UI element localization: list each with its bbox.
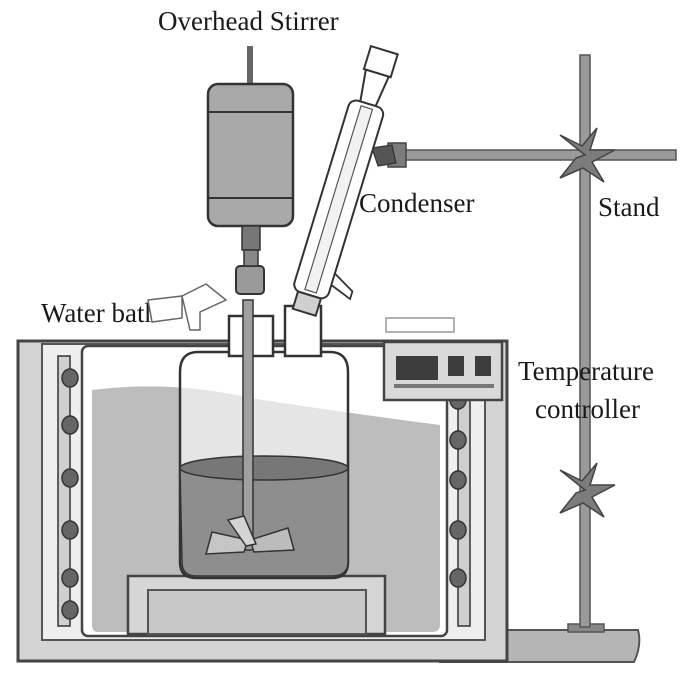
controller-tag: [385, 317, 455, 333]
motor-body: [206, 82, 295, 228]
condenser-inner-tube: [304, 105, 374, 294]
condenser: [291, 44, 399, 317]
condenser-outlet-tube: [330, 271, 354, 301]
stand-crossbar: [392, 149, 677, 161]
controller-button-1: [448, 356, 464, 376]
boss-clamp-upper: [559, 127, 616, 183]
heating-coil-left: [57, 355, 79, 627]
label-stand: Stand: [598, 192, 660, 222]
label-controller: controller: [535, 394, 640, 424]
stand-rod: [579, 54, 591, 628]
stirrer-shaft: [205, 299, 295, 555]
stirrer-coupling-lower: [243, 249, 259, 267]
boss-clamp-lower: [559, 462, 616, 518]
controller-strip: [394, 384, 494, 388]
stirrer-coupling-upper: [241, 225, 261, 251]
label-water-bath: Water bath: [41, 298, 159, 328]
controller-button-2: [475, 356, 491, 376]
overhead-stirrer: [206, 46, 295, 295]
flask-liquid-surface: [179, 455, 349, 481]
temperature-controller: [382, 317, 504, 402]
flask-support-block: [126, 574, 387, 636]
water-bath-leader-icon: [147, 283, 228, 331]
stirrer-chuck: [235, 265, 265, 295]
impeller-blade-right: [249, 527, 295, 553]
condenser-joint-bottom: [291, 290, 323, 317]
label-overhead-stirrer: Overhead Stirrer: [158, 6, 339, 36]
motor-top-spindle: [247, 46, 253, 84]
condenser-clamp: [371, 142, 407, 168]
reaction-flask: [178, 304, 350, 580]
label-temperature: Temperature: [518, 356, 654, 386]
impeller-blade-left: [205, 531, 249, 555]
controller-display: [396, 356, 438, 380]
heating-coil-right: [449, 355, 471, 627]
impeller-blade-front: [226, 515, 258, 547]
label-condenser: Condenser: [359, 188, 474, 218]
